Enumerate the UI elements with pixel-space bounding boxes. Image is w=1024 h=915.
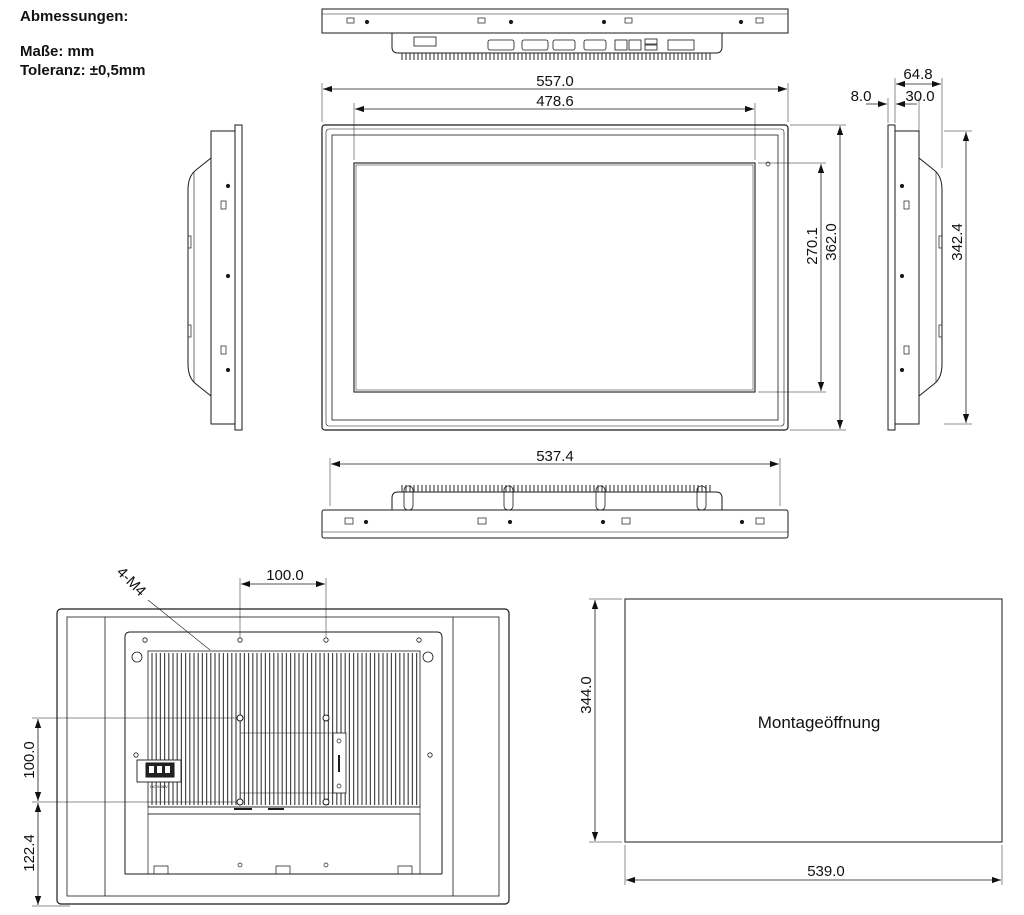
dimension-lines [32,78,1003,907]
dim-total-depth: 64.8 [903,66,932,83]
dim-screw-spacing-v: 100.0 [21,741,38,779]
dim-display-width: 478.6 [536,93,574,110]
tolerance-note: Toleranz: ±0,5mm [20,62,146,79]
bottom-view [321,485,789,539]
left-side-view [187,124,243,431]
right-side-view [887,124,943,431]
top-view [321,8,789,60]
dim-display-height: 270.1 [804,227,821,265]
front-view [321,124,789,431]
rear-view [56,608,510,905]
mounting-cutout [624,598,1003,843]
dim-screw-spacing-h: 100.0 [266,567,304,584]
terminal-label: DC 9-36V [150,784,168,789]
dim-bottom-width: 537.4 [536,448,574,465]
dim-overall-width: 557.0 [536,73,574,90]
dim-side-height: 342.4 [949,223,966,261]
dim-overall-height: 362.0 [823,223,840,261]
dim-bottom-offset: 122.4 [21,834,38,872]
dim-cutout-height: 344.0 [578,676,595,714]
dim-housing-depth: 30.0 [905,88,934,105]
drawing-title: Abmessungen: [20,8,129,25]
dim-cutout-width: 539.0 [807,863,845,880]
dim-bezel-depth: 8.0 [851,88,872,105]
screw-label: 4-M4 [113,564,149,600]
cutout-label: Montageöffnung [758,713,881,732]
units-note: Maße: mm [20,43,95,60]
